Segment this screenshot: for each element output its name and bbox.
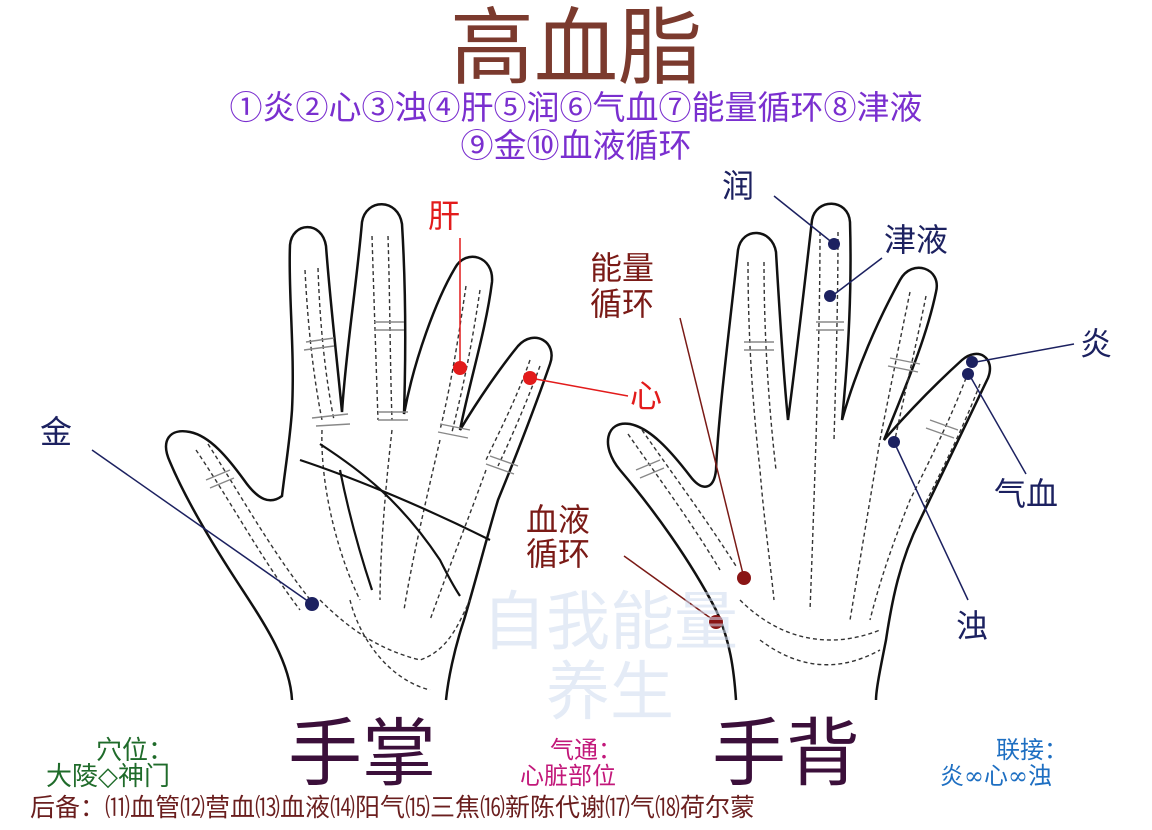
points-legend-line2: ⑨金⑩血液循环 <box>460 126 692 165</box>
label-zhuo: 浊 <box>956 607 989 645</box>
label-nengliang-1: 能量 <box>590 249 655 287</box>
palm-title: 手掌 <box>288 711 436 797</box>
back-hand-bones <box>627 231 981 666</box>
zhuo-leader <box>893 441 969 601</box>
qitong-value: 心脏部位 <box>520 762 616 790</box>
back-hand-outline <box>606 202 992 701</box>
leader-lines <box>91 195 1075 623</box>
jinye-point <box>824 290 836 302</box>
lianjie-label: 联接： <box>996 736 1068 764</box>
gan-point <box>453 361 467 375</box>
label-jinye: 津液 <box>884 221 949 259</box>
yan-leader <box>975 343 1075 363</box>
watermark: 自我能量 养生 <box>420 588 800 728</box>
label-gan: 肝 <box>428 197 461 235</box>
watermark-line1: 自我能量 <box>482 586 738 660</box>
nengliang-point <box>737 571 751 585</box>
qixue-point <box>962 368 974 380</box>
palm-joints <box>205 321 519 489</box>
xin-point <box>523 371 537 385</box>
label-qixue: 气血 <box>994 475 1059 513</box>
jin-leader <box>91 449 313 605</box>
xueye-leader <box>623 555 717 623</box>
label-xin: 心 <box>630 377 663 415</box>
acupoints <box>305 238 978 629</box>
label-jin: 金 <box>40 413 73 451</box>
run-point <box>828 238 840 250</box>
jinye-leader <box>831 257 883 297</box>
xin-leader <box>529 377 629 397</box>
lianjie-value: 炎∞心∞浊 <box>940 762 1052 790</box>
label-xueye-1: 血液 <box>526 501 591 539</box>
label-xueye-2: 循环 <box>526 535 591 573</box>
jin-point <box>305 597 319 611</box>
label-nengliang-2: 循环 <box>590 285 655 323</box>
xueye-point <box>709 615 723 629</box>
qitong-label: 气通： <box>550 736 622 764</box>
acupoint-value: 大陵◇神门 <box>46 762 170 792</box>
zhuo-point <box>888 436 900 448</box>
back-hand-joints <box>635 321 959 479</box>
acupoint-label: 穴位： <box>96 736 175 766</box>
palm-creases <box>299 443 491 597</box>
points-legend-line1: ①炎②心③浊④肝⑤润⑥气血⑦能量循环⑧津液 <box>229 88 923 127</box>
label-yan: 炎 <box>1080 325 1113 363</box>
page-title: 高血脂 <box>449 0 702 97</box>
run-leader <box>773 195 835 245</box>
yan-point <box>966 356 978 368</box>
nengliang-leader <box>679 317 745 579</box>
palm-hand-outline <box>164 203 553 701</box>
footer-backup-list: 后备：⑾血管⑿营血⒀血液⒁阳气⒂三焦⒃新陈代谢⒄气⒅荷尔蒙 <box>30 793 756 822</box>
label-run: 润 <box>722 167 755 205</box>
qixue-leader <box>969 375 1027 475</box>
watermark-line2: 养生 <box>546 656 674 730</box>
back-title: 手背 <box>712 711 860 797</box>
